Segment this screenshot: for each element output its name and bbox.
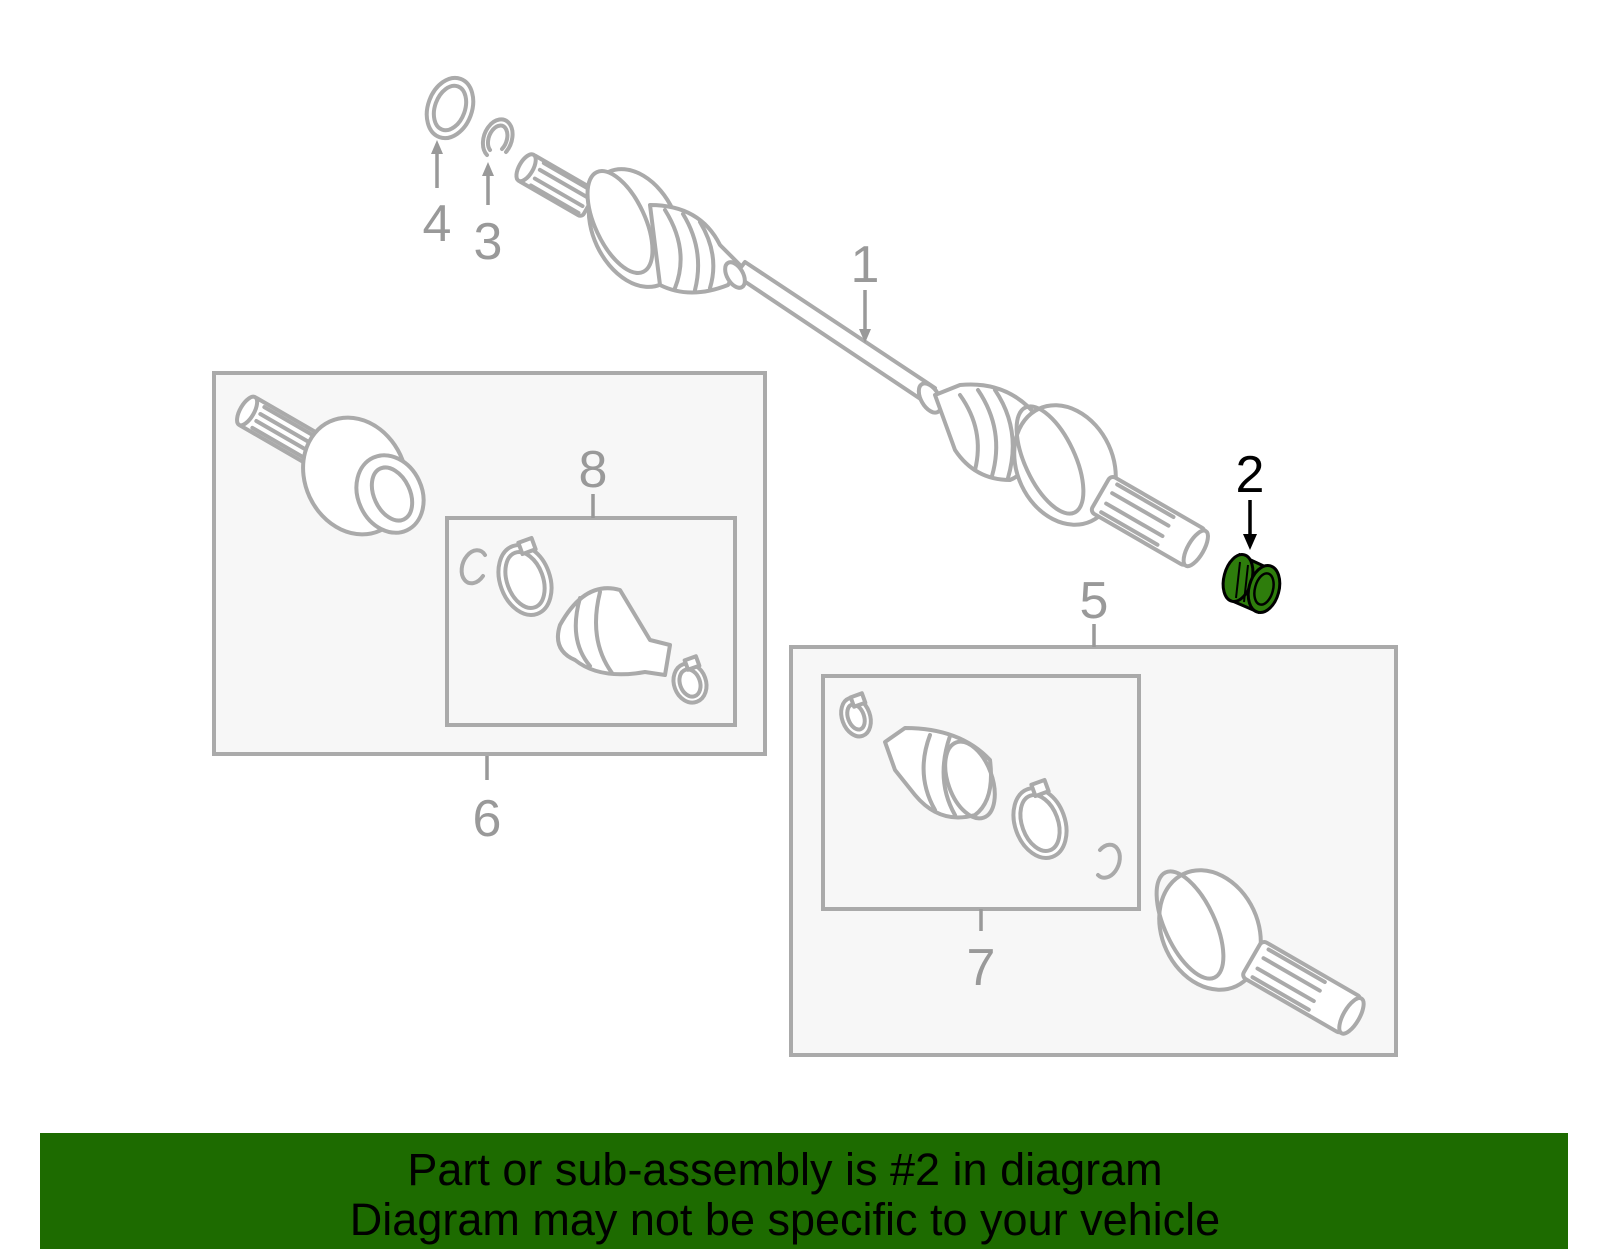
arrow-3	[482, 162, 494, 176]
callout-1: 1	[851, 236, 880, 294]
arrow-4	[431, 140, 443, 154]
part-3-snap-ring[interactable]	[480, 117, 515, 157]
callout-5: 5	[1080, 572, 1109, 630]
inner-boot-kit-drawing	[459, 535, 709, 705]
callout-4: 4	[423, 195, 452, 253]
callout-8: 8	[579, 441, 608, 499]
callout-2: 2	[1236, 446, 1265, 504]
arrow-1	[859, 329, 871, 343]
part-4-washer[interactable]	[419, 71, 482, 144]
arrow-2	[1243, 534, 1257, 550]
inner-joint-housing-drawing	[235, 394, 426, 537]
outer-boot-kit-drawing	[839, 691, 1122, 880]
callout-7: 7	[967, 939, 996, 997]
part-1-axle-shaft[interactable]	[513, 151, 1214, 570]
callout-6: 6	[473, 790, 502, 848]
banner-line-2: Diagram may not be specific to your vehi…	[349, 1194, 1221, 1245]
banner-line-1: Part or sub-assembly is #2 in diagram	[407, 1144, 1163, 1195]
info-banner: Part or sub-assembly is #2 in diagram Di…	[40, 1133, 1568, 1249]
part-2-nut[interactable]	[1218, 551, 1284, 616]
callout-3: 3	[474, 213, 503, 271]
outer-joint-housing-drawing	[1154, 868, 1366, 1036]
